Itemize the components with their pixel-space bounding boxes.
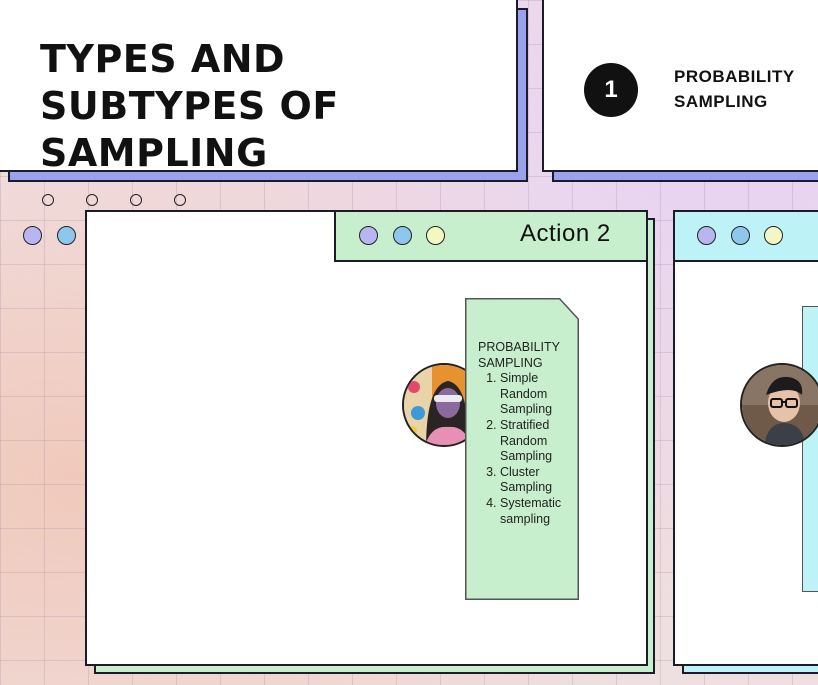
decor-circle-2 xyxy=(86,194,98,206)
note-item-2: Stratified Random Sampling xyxy=(500,418,570,465)
window-right-dot-yellow[interactable] xyxy=(764,226,783,245)
note-card-outline xyxy=(465,298,579,600)
note-card xyxy=(465,298,579,600)
window-left-dot-purple[interactable] xyxy=(359,226,378,245)
decor-dot-blue xyxy=(57,226,76,245)
window-left-dot-blue[interactable] xyxy=(393,226,412,245)
slide-title-line-1: TYPES AND xyxy=(40,37,286,81)
slide-title-line-3: SAMPLING xyxy=(40,131,268,175)
section-title: PROBABILITY SAMPLING xyxy=(674,64,818,114)
window-left-title: Action 2 xyxy=(520,220,611,247)
decor-dot-purple xyxy=(23,226,42,245)
section-title-line-2: SAMPLING xyxy=(674,92,768,111)
slide-title: TYPES AND SUBTYPES OF SAMPLING xyxy=(40,36,500,177)
avatar-man xyxy=(740,363,818,447)
window-right-note xyxy=(802,306,818,592)
window-left-dot-yellow[interactable] xyxy=(426,226,445,245)
note-list: Simple Random Sampling Stratified Random… xyxy=(478,371,570,527)
note-item-3: Cluster Sampling xyxy=(500,465,570,496)
note-heading: PROBABILITY SAMPLING xyxy=(478,340,560,370)
decor-circle-1 xyxy=(42,194,54,206)
title-card xyxy=(0,0,518,172)
section-title-line-1: PROBABILITY xyxy=(674,67,795,86)
note-content: PROBABILITY SAMPLING Simple Random Sampl… xyxy=(478,340,570,527)
slide-title-line-2: SUBTYPES OF xyxy=(40,84,339,128)
window-right-dot-blue[interactable] xyxy=(731,226,750,245)
note-item-1: Simple Random Sampling xyxy=(500,371,570,418)
decor-circle-4 xyxy=(174,194,186,206)
window-left-titlebar xyxy=(334,210,648,262)
avatar-man-icon xyxy=(742,365,818,445)
decor-circle-3 xyxy=(130,194,142,206)
window-right-dot-purple[interactable] xyxy=(697,226,716,245)
section-number-badge: 1 xyxy=(584,63,638,117)
note-item-4: Systematic sampling xyxy=(500,496,570,527)
